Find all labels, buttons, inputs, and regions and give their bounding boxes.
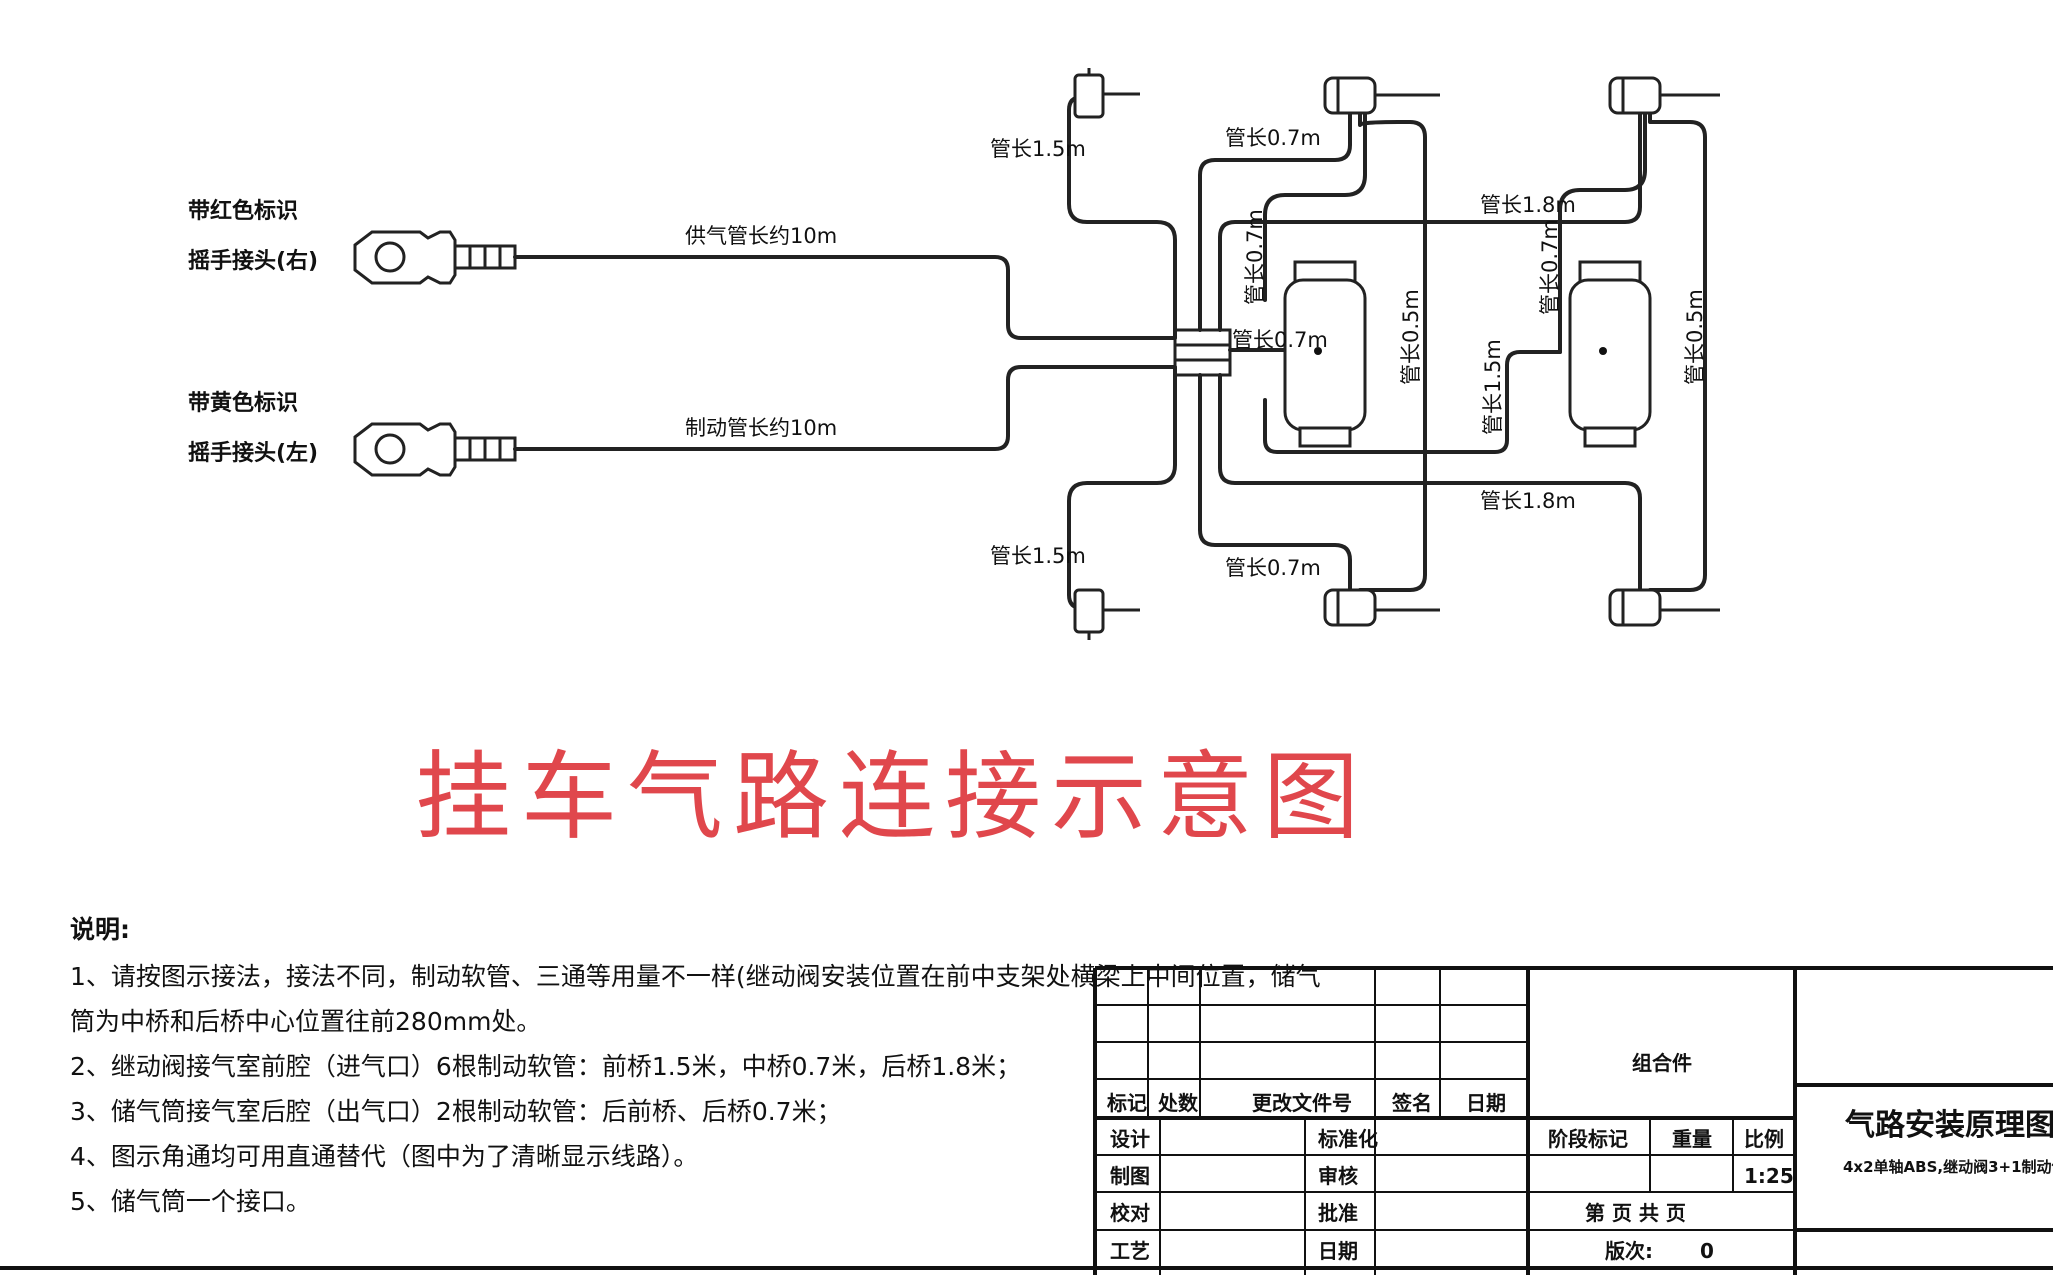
hose-label-front-top: 管长1.5m bbox=[990, 137, 1086, 161]
tb-process: 工艺 bbox=[1110, 1239, 1150, 1263]
hose-label-tank-link: 管长1.5m bbox=[1481, 339, 1505, 435]
notes-heading: 说明: bbox=[70, 915, 130, 944]
tb-weight: 重量 bbox=[1672, 1127, 1712, 1151]
air-tank-1 bbox=[1283, 260, 1367, 448]
hose-label-rear-top: 管长1.8m bbox=[1480, 193, 1576, 217]
mid-top-hose bbox=[1198, 110, 1352, 332]
tb-design: 设计 bbox=[1110, 1127, 1150, 1151]
diagram-title: 挂车气路连接示意图 bbox=[415, 741, 1369, 853]
air-tank-2 bbox=[1568, 260, 1652, 448]
brake-chamber-mid-top bbox=[1323, 76, 1440, 115]
tb-date: 日期 bbox=[1466, 1091, 1506, 1115]
red-glad-hand-coupler bbox=[353, 230, 517, 285]
brake-chamber-front-top bbox=[1073, 68, 1140, 119]
brake-chamber-rear-top bbox=[1608, 76, 1720, 115]
tank-link-hose bbox=[1263, 350, 1562, 454]
mid-axle-loop-hose bbox=[1358, 110, 1427, 592]
tb-proofread: 校对 bbox=[1110, 1201, 1150, 1225]
hose-label-mid-bottom: 管长0.7m bbox=[1225, 556, 1321, 580]
control-hose bbox=[513, 365, 1177, 451]
tb-date2: 日期 bbox=[1318, 1239, 1358, 1263]
red-coupler-label-1: 带红色标识 bbox=[188, 198, 298, 224]
red-coupler-label-2: 摇手接头(右) bbox=[188, 248, 318, 274]
tb-sheet-info: 第 页 共 页 bbox=[1585, 1201, 1686, 1225]
tb-stage-mark: 阶段标记 bbox=[1548, 1127, 1628, 1151]
tb-version-value: 0 bbox=[1700, 1239, 1714, 1263]
hose-label-mid-axle-vert: 管长0.5m bbox=[1399, 289, 1423, 385]
hose-label-tank2-vert: 管长0.7m bbox=[1538, 219, 1562, 315]
hose-label-rear-axle-vert: 管长0.5m bbox=[1683, 289, 1707, 385]
tb-standardize: 标准化 bbox=[1318, 1127, 1378, 1151]
tb-assembly: 组合件 bbox=[1632, 1051, 1692, 1075]
rear-bottom-hose bbox=[1218, 373, 1642, 592]
note-line-3: 3、储气筒接气室后腔（出气口）2根制动软管：后前桥、后桥0.7米； bbox=[70, 1097, 842, 1126]
mid-bottom-hose bbox=[1198, 373, 1352, 592]
note-line-1b: 筒为中桥和后桥中心位置往前280mm处。 bbox=[70, 1007, 541, 1036]
front-bottom-hose bbox=[1067, 365, 1177, 610]
rear-top-hose bbox=[1218, 110, 1642, 332]
tb-approve: 批准 bbox=[1318, 1201, 1358, 1225]
control-hose-label: 制动管长约10m bbox=[685, 416, 837, 440]
hose-label-rear-bottom: 管长1.8m bbox=[1480, 489, 1576, 513]
tb-version: 版次: bbox=[1605, 1239, 1653, 1263]
tb-mark: 标记 bbox=[1107, 1091, 1147, 1115]
front-top-hose bbox=[1067, 95, 1177, 340]
hose-label-valve-short: 管长0.7m bbox=[1232, 328, 1328, 352]
yellow-coupler-label-1: 带黄色标识 bbox=[188, 390, 298, 416]
tb-count: 处数 bbox=[1157, 1091, 1199, 1115]
tank2-vert-hose bbox=[1558, 110, 1647, 354]
hose-label-front-bottom: 管长1.5m bbox=[990, 544, 1086, 568]
supply-hose bbox=[513, 255, 1177, 340]
supply-hose-label: 供气管长约10m bbox=[685, 224, 837, 248]
tb-scale-value: 1:25 bbox=[1744, 1164, 1794, 1188]
title-block bbox=[0, 966, 2053, 1275]
hose-label-mid-top: 管长0.7m bbox=[1225, 126, 1321, 150]
hose-label-tank1-vert: 管长0.7m bbox=[1243, 209, 1267, 305]
tb-drawing-sub: 4x2单轴ABS,继动阀3+1制动气室 bbox=[1843, 1158, 2053, 1176]
note-line-2: 2、继动阀接气室前腔（进气口）6根制动软管：前桥1.5米，中桥0.7米，后桥1.… bbox=[70, 1052, 1021, 1081]
brake-chamber-mid-bottom bbox=[1323, 588, 1440, 627]
yellow-coupler-label-2: 摇手接头(左) bbox=[188, 440, 318, 466]
yellow-glad-hand-coupler bbox=[353, 422, 517, 477]
tb-review: 审核 bbox=[1318, 1164, 1358, 1188]
rear-axle-loop-hose bbox=[1648, 110, 1707, 592]
tb-scale: 比例 bbox=[1744, 1127, 1784, 1151]
tb-draw: 制图 bbox=[1110, 1164, 1150, 1188]
relay-valve bbox=[1173, 328, 1232, 377]
note-line-5: 5、储气筒一个接口。 bbox=[70, 1187, 311, 1216]
brake-chamber-front-bottom bbox=[1073, 588, 1140, 640]
brake-chamber-rear-bottom bbox=[1608, 588, 1720, 627]
tb-change-doc: 更改文件号 bbox=[1252, 1091, 1352, 1115]
tb-sign: 签名 bbox=[1391, 1091, 1432, 1115]
note-line-4: 4、图示角通均可用直通替代（图中为了清晰显示线路）。 bbox=[70, 1142, 698, 1171]
tb-drawing-title: 气路安装原理图 bbox=[1845, 1108, 2053, 1143]
tank1-vert-hose bbox=[1263, 110, 1367, 302]
